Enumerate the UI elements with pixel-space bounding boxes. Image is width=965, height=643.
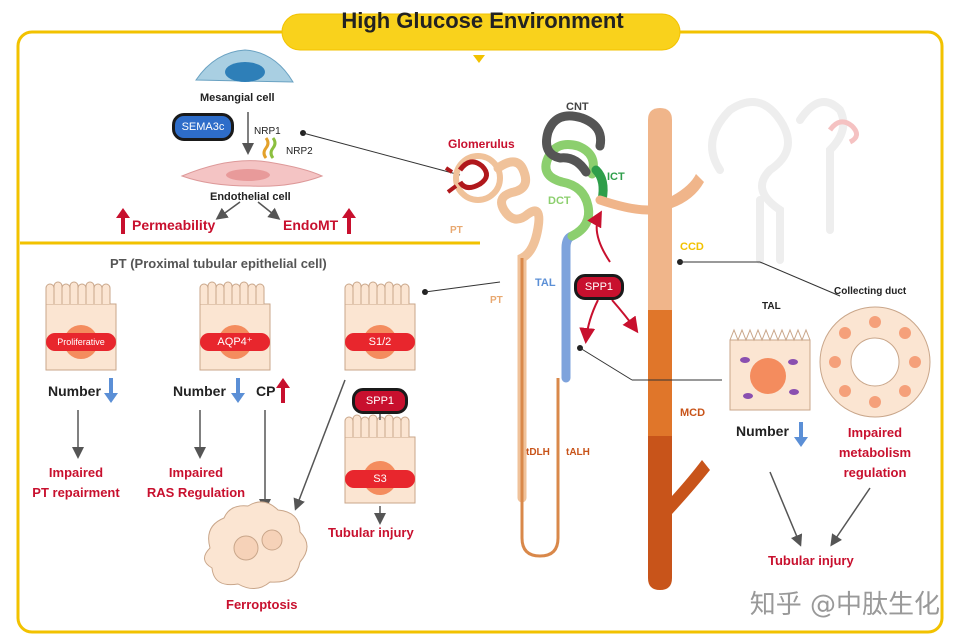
aqp4-bar: AQP4⁺ <box>200 333 270 351</box>
talh-label: tALH <box>566 447 590 458</box>
permeability-label: Permeability <box>132 217 216 233</box>
dct-label: DCT <box>548 195 571 207</box>
sema3c-badge: SEMA3c <box>172 113 234 141</box>
cp-label: CP <box>256 383 276 399</box>
ict-segment <box>591 165 608 205</box>
pt-cell-s12 <box>344 281 416 371</box>
proliferative-bar: Proliferative <box>46 333 116 351</box>
number-label-2: Number <box>173 383 226 399</box>
impaired-right-line1: Impaired <box>847 425 903 440</box>
endomt-up-arrow <box>342 208 356 234</box>
mcd-segment <box>648 310 672 436</box>
number-label-right: Number <box>736 423 789 439</box>
spp1-badge-left: SPP1 <box>352 388 408 414</box>
ferroptosis-label: Ferroptosis <box>226 597 298 612</box>
title-caret <box>473 55 485 63</box>
nrp1-label: NRP1 <box>254 126 281 137</box>
permeability-up-arrow <box>116 208 130 234</box>
tdlh-label: tDLH <box>526 447 550 458</box>
mcd-label: MCD <box>680 407 706 419</box>
ccd-label: CCD <box>680 241 704 253</box>
tal-label-right: TAL <box>762 301 781 312</box>
page-title: High Glucose Environment <box>341 8 624 33</box>
glomerulus-label: Glomerulus <box>448 137 515 151</box>
tubular-injury-right: Tubular injury <box>768 553 854 568</box>
impaired-pt-line1: Impaired <box>48 465 104 480</box>
inner-duct-segment <box>648 436 710 590</box>
tal-segment <box>561 231 577 383</box>
pt-cell-aqp4 <box>199 281 271 371</box>
pt-cell-s3 <box>344 414 416 504</box>
mesangial-cell-label: Mesangial cell <box>200 92 275 104</box>
mesangial-nucleus <box>225 62 265 82</box>
endothelial-cell-label: Endothelial cell <box>210 191 291 203</box>
pt-label-a: PT <box>450 225 463 236</box>
glomerulus-shape <box>444 153 503 203</box>
endothelial-nucleus <box>226 169 270 181</box>
nrp-receptors <box>262 137 277 159</box>
number-label-1: Number <box>48 383 101 399</box>
pt-label-b: PT <box>490 295 503 306</box>
pt-cell-proliferative <box>45 281 117 371</box>
ccd-segment <box>648 108 672 310</box>
impaired-right-line3: regulation <box>843 465 907 480</box>
impaired-right-line2: metabolism <box>838 445 912 460</box>
collecting-duct-ring <box>819 306 931 418</box>
number-down-arrow-2 <box>231 378 245 403</box>
number-down-arrow-right <box>794 422 808 447</box>
loop-of-henle <box>520 258 560 558</box>
pt-convoluted <box>493 157 544 503</box>
spp1-badge-nephron: SPP1 <box>574 274 624 300</box>
endomt-label: EndoMT <box>283 217 339 233</box>
ict-label: ICT <box>607 171 625 183</box>
tal-cell-right <box>729 328 811 411</box>
pt-header: PT (Proximal tubular epithelial cell) <box>110 256 327 271</box>
tal-label: TAL <box>535 277 556 289</box>
cnt-label: CNT <box>566 101 589 113</box>
impaired-ras-line2: RAS Regulation <box>146 485 246 500</box>
cnt-segment <box>542 111 606 177</box>
watermark: 知乎 @中肽生化 <box>749 590 940 620</box>
nrp2-label: NRP2 <box>286 146 313 157</box>
dct-segment <box>541 140 598 241</box>
s3-bar: S3 <box>345 470 415 488</box>
title-banner <box>281 13 681 51</box>
tubular-injury-left: Tubular injury <box>328 525 414 540</box>
cp-up-arrow <box>276 378 290 403</box>
impaired-ras-line1: Impaired <box>168 465 224 480</box>
faint-nephron <box>708 98 848 264</box>
number-down-arrow-1 <box>104 378 118 403</box>
impaired-pt-line2: PT repairment <box>32 485 120 500</box>
collecting-duct-label: Collecting duct <box>834 286 907 297</box>
s12-bar: S1/2 <box>345 333 415 351</box>
